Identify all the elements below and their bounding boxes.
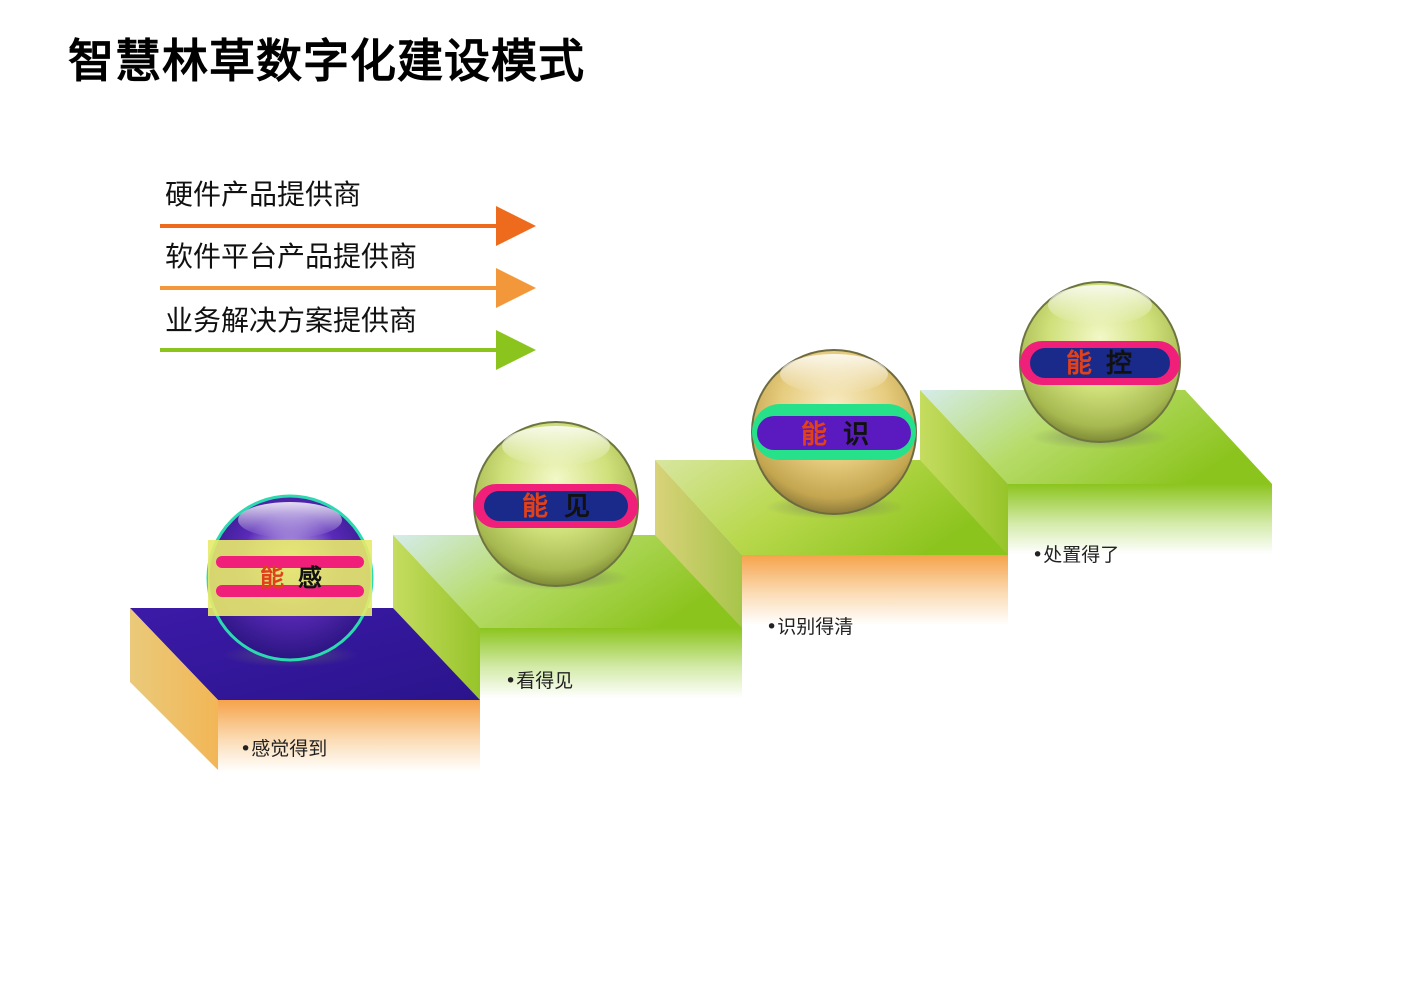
- sphere-4: 能 控: [1019, 281, 1181, 449]
- step-2-caption: •看得见: [505, 670, 574, 692]
- provider-label-solution: 业务解决方案提供商: [165, 304, 418, 337]
- sphere-1-char1: 能: [260, 564, 284, 592]
- step-3-block: [655, 460, 1008, 630]
- sphere-4-char1: 能: [1066, 348, 1092, 379]
- sphere-2: 能 见: [473, 421, 639, 590]
- sphere-3-char2: 识: [843, 420, 869, 450]
- sphere-1: 能 感: [206, 494, 374, 667]
- sphere-3-char1: 能: [801, 419, 827, 450]
- provider-label-software: 软件平台产品提供商: [165, 240, 418, 273]
- sphere-3: 能 识: [751, 349, 917, 519]
- page-title: 智慧林草数字化建设模式: [68, 34, 585, 88]
- step-1-caption: •感觉得到: [240, 738, 328, 760]
- sphere-1-char2: 感: [298, 564, 322, 592]
- sphere-2-char1: 能: [522, 491, 548, 522]
- sphere-2-char2: 见: [564, 492, 590, 522]
- step-3-caption: •识别得清: [766, 616, 854, 638]
- step-4-caption: •处置得了: [1032, 544, 1120, 566]
- provider-label-hardware: 硬件产品提供商: [165, 178, 362, 211]
- sphere-4-char2: 控: [1106, 349, 1132, 379]
